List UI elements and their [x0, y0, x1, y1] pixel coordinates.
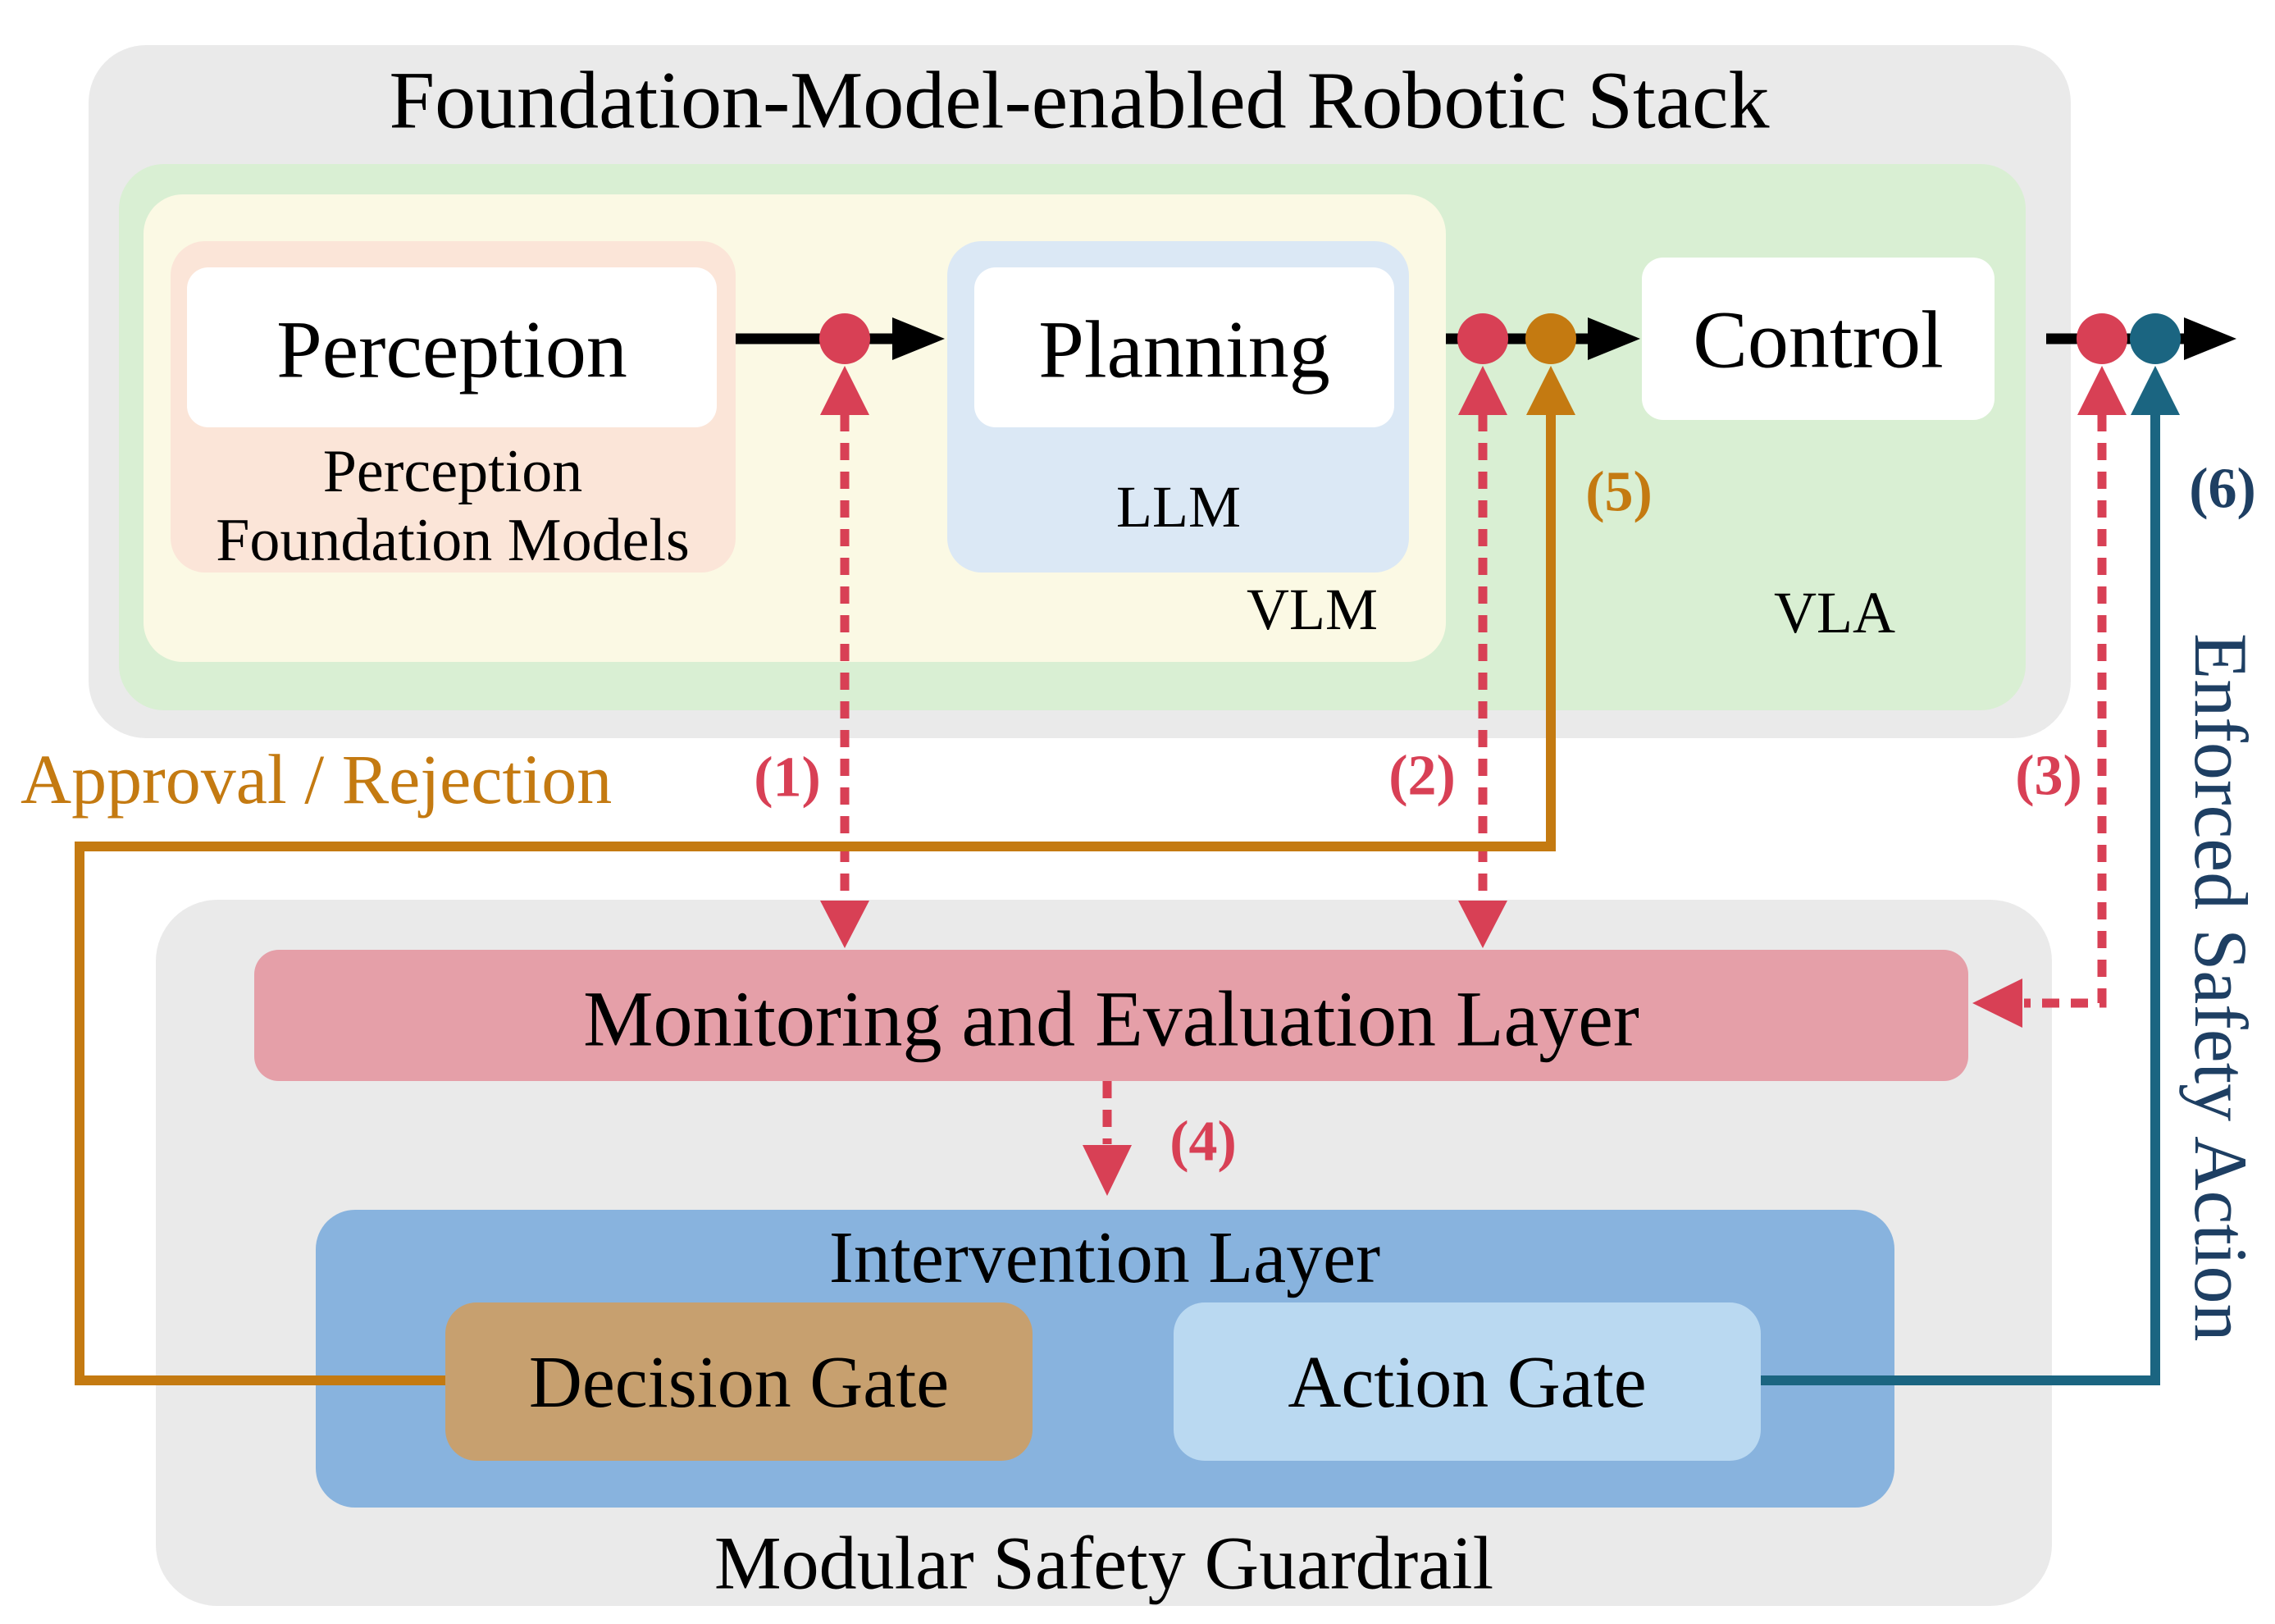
- decision-gate-box: [445, 1302, 1033, 1461]
- step-2-label: (2): [1388, 744, 1456, 808]
- intervention-down-arrowhead: [1083, 1145, 1132, 1196]
- tap-line-3: [2024, 414, 2107, 1008]
- vlm-label: VLM: [1247, 577, 1378, 643]
- enforced-safety-action-label: Enforced Safety Action: [2179, 633, 2263, 1342]
- tap2-down-arrowhead: [1458, 901, 1507, 948]
- intervention-layer-label: Intervention Layer: [828, 1216, 1381, 1298]
- tap2-up-arrowhead: [1458, 366, 1507, 415]
- perception-sub-line2: Foundation Models: [216, 507, 690, 575]
- tap2-dot: [1457, 313, 1508, 364]
- enforced-up-arrowhead: [2131, 366, 2180, 415]
- control-module-box: [1642, 258, 1995, 420]
- planning-label: Planning: [1038, 303, 1330, 395]
- step-5-label: (5): [1585, 460, 1653, 524]
- approval-rejection-label: Approval / Rejection: [21, 739, 613, 819]
- approval-rejection-path: [75, 415, 1556, 1385]
- guardrail-title: Modular Safety Guardrail: [714, 1521, 1494, 1605]
- tap3-dot: [2077, 313, 2127, 364]
- tap1-down-arrowhead: [820, 901, 869, 948]
- step-3-label: (3): [2015, 744, 2082, 808]
- control-label: Control: [1693, 294, 1944, 385]
- tap3-up-arrowhead: [2077, 366, 2127, 415]
- llm-label: LLM: [1116, 474, 1241, 541]
- arrowhead-control-output: [2184, 317, 2236, 360]
- approval-dot: [1525, 313, 1576, 364]
- decision-gate-label: Decision Gate: [528, 1341, 950, 1423]
- step-4-label: (4): [1169, 1110, 1237, 1174]
- stack-title: Foundation-Model-enabled Robotic Stack: [389, 54, 1770, 146]
- step-1-label: (1): [754, 746, 821, 810]
- arrowhead-planning-to-control: [1588, 317, 1640, 360]
- approval-up-arrowhead: [1526, 366, 1575, 415]
- monitoring-layer-label: Monitoring and Evaluation Layer: [583, 974, 1639, 1063]
- planning-module-box: [974, 267, 1394, 427]
- enforced-safety-path: [1761, 415, 2160, 1385]
- step-6-label: (6): [2189, 457, 2256, 521]
- perception-sub-line1: Perception: [322, 438, 583, 506]
- perception-module-box: [187, 267, 717, 427]
- perception-label: Perception: [276, 303, 627, 395]
- vla-label: VLA: [1774, 580, 1895, 646]
- action-gate-label: Action Gate: [1288, 1341, 1647, 1423]
- monitoring-layer-box: [254, 950, 1968, 1081]
- tap3-left-arrowhead: [1972, 979, 2022, 1028]
- action-gate-box: [1174, 1302, 1761, 1461]
- enforced-dot: [2130, 313, 2181, 364]
- arrowhead-perception-to-planning: [892, 317, 945, 360]
- tap1-up-arrowhead: [820, 366, 869, 415]
- tap1-dot: [819, 313, 870, 364]
